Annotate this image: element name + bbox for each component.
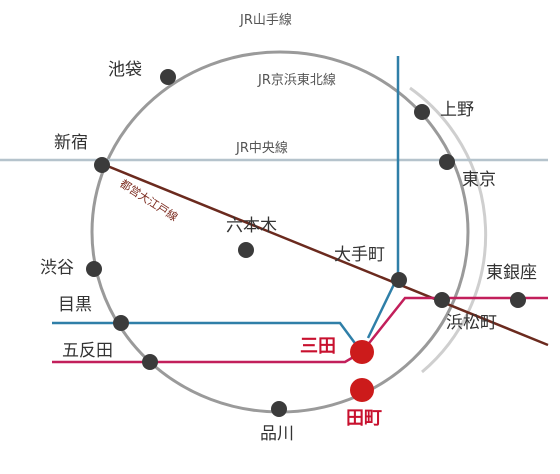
station-dot-meguro[interactable]	[113, 315, 129, 331]
label-keihin-tohoku-line: JR京浜東北線	[258, 73, 336, 88]
label-chuo-line: JR中央線	[236, 141, 288, 156]
station-dot-shibuya[interactable]	[86, 261, 102, 277]
station-shibuya: 渋谷	[40, 258, 74, 278]
station-dot-shinagawa[interactable]	[271, 401, 287, 417]
station-hamamatsucho: 浜松町	[446, 313, 497, 333]
station-dot-tokyo[interactable]	[439, 154, 455, 170]
station-higashi-ginza: 東銀座	[486, 263, 537, 283]
station-shinagawa: 品川	[260, 424, 294, 444]
station-gotanda: 五反田	[62, 341, 113, 361]
station-dot-ikebukuro[interactable]	[160, 69, 176, 85]
station-otemachi: 大手町	[334, 245, 385, 265]
station-dot-higashi-ginza[interactable]	[510, 292, 526, 308]
station-dot-otemachi[interactable]	[391, 272, 407, 288]
mita-line	[366, 56, 400, 339]
station-meguro: 目黒	[58, 295, 92, 315]
station-dot-gotanda[interactable]	[142, 354, 158, 370]
station-ueno: 上野	[440, 100, 474, 120]
station-tokyo: 東京	[462, 170, 496, 190]
station-dot-ueno[interactable]	[414, 104, 430, 120]
station-dot-shinjuku[interactable]	[94, 157, 110, 173]
station-tamachi: 田町	[346, 408, 382, 429]
station-shinjuku: 新宿	[54, 133, 88, 153]
station-roppongi: 六本木	[226, 216, 277, 236]
station-dot-mita[interactable]	[350, 340, 374, 364]
station-dot-hamamatsucho[interactable]	[434, 292, 450, 308]
mita-line-west	[52, 321, 362, 351]
station-dot-tamachi[interactable]	[350, 378, 374, 402]
keihin-tohoku-line	[409, 86, 488, 374]
station-mita: 三田	[300, 336, 336, 357]
oedo-line	[99, 161, 549, 347]
station-ikebukuro: 池袋	[108, 60, 142, 80]
station-dot-roppongi[interactable]	[238, 242, 254, 258]
label-yamanote-line: JR山手線	[240, 13, 292, 28]
